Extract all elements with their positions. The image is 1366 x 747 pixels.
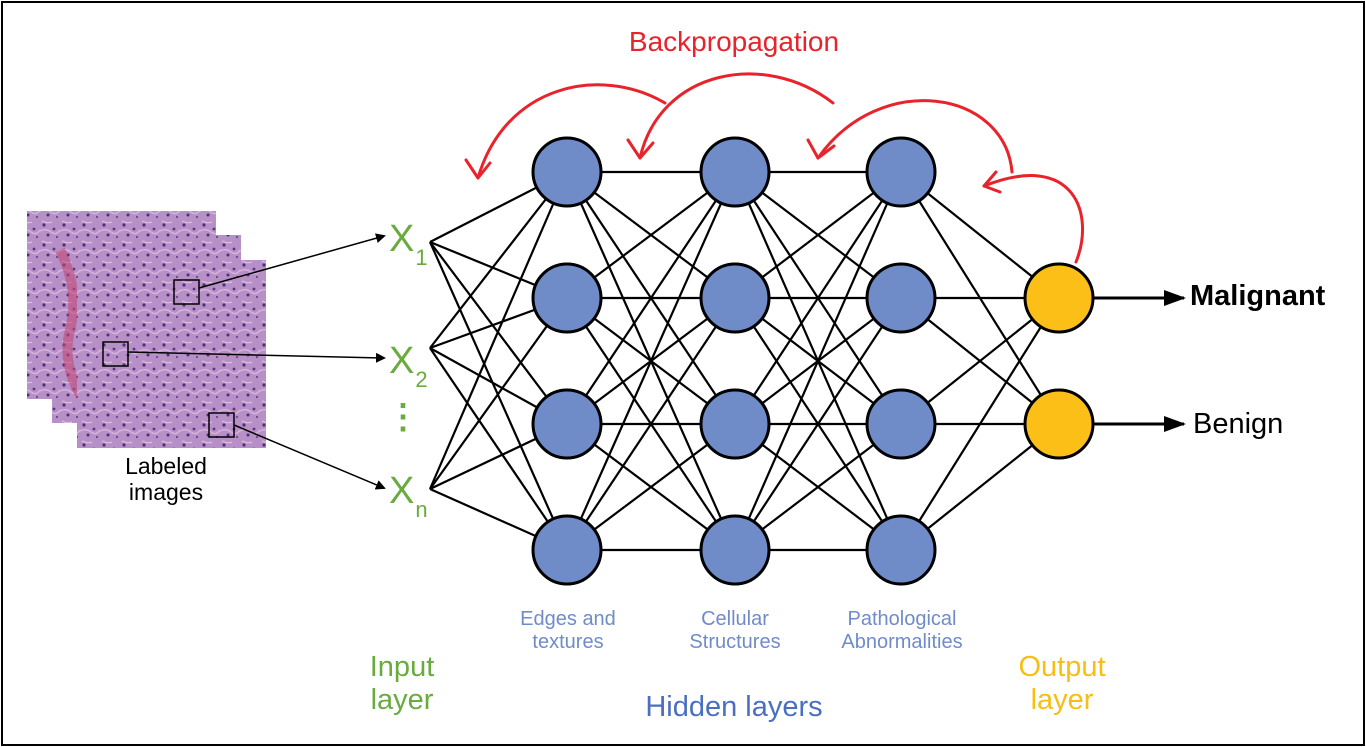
edge-h0n3-h1n1 xyxy=(566,297,736,551)
input-ellipsis: ⋮ xyxy=(386,398,420,436)
backpropagation-title: Backpropagation xyxy=(628,26,840,57)
output-malignant: Malignant xyxy=(1190,280,1326,312)
backprop-arrowhead-2 xyxy=(626,138,655,160)
backprop-arrowhead-1 xyxy=(464,158,492,180)
backprop-arc-3 xyxy=(816,99,1014,174)
edge-h2n3-out0 xyxy=(900,297,1060,551)
edge-h1n3-h2n0 xyxy=(733,171,903,551)
hidden-layer-1-description: Edges and textures xyxy=(520,608,616,653)
edge-h1n2-h2n0 xyxy=(734,171,902,425)
hidden-layer-3-description: Pathological Abnormalities xyxy=(841,608,963,653)
input-x2: X2 xyxy=(389,340,428,392)
labeled-images-stack xyxy=(27,211,266,448)
patch-box-1 xyxy=(173,279,200,305)
hidden-layer-2-node-4 xyxy=(699,514,771,586)
edge-input1-h0n3 xyxy=(429,347,568,551)
hidden-layer-2-node-1 xyxy=(699,136,771,208)
hidden-layer-3-node-4 xyxy=(865,514,937,586)
edge-input2-h0n1 xyxy=(429,297,568,490)
patch-box-2 xyxy=(102,341,129,367)
edge-input1-h0n0 xyxy=(429,171,568,349)
network-nodes xyxy=(531,136,1095,586)
hidden-layers-label: Hidden layers xyxy=(645,691,823,723)
backprop-arc-2 xyxy=(638,72,835,160)
patch-arrow-2 xyxy=(127,351,386,363)
output-node-2 xyxy=(1023,388,1095,460)
patch-arrow-1 xyxy=(198,233,386,289)
edge-h0n2-h1n0 xyxy=(566,171,736,425)
edge-h1n3-h2n1 xyxy=(734,297,902,551)
hidden-layer-3-node-1 xyxy=(865,136,937,208)
hidden-layer-1-node-4 xyxy=(531,514,603,586)
backprop-arrowhead-4 xyxy=(982,170,1002,194)
input-layer-label: Input layer xyxy=(369,651,435,717)
patch-arrow-n xyxy=(233,424,386,490)
labeled-images-caption: Labeled images xyxy=(125,453,207,506)
input-x1: X1 xyxy=(389,218,428,270)
output-node-1 xyxy=(1023,262,1095,334)
backprop-arrowhead-3 xyxy=(806,138,836,160)
hidden-layer-1-node-2 xyxy=(531,262,603,334)
edge-input2-h0n0 xyxy=(428,171,569,490)
backprop-arcs xyxy=(464,72,1084,264)
network-edges xyxy=(428,170,1060,552)
edge-input0-h0n3 xyxy=(428,241,569,551)
hidden-layer-1-node-3 xyxy=(531,388,603,460)
backprop-arc-1 xyxy=(476,83,667,180)
output-layer-label: Output layer xyxy=(1018,651,1106,717)
hidden-layer-2-node-2 xyxy=(699,262,771,334)
output-benign: Benign xyxy=(1193,408,1284,440)
hidden-layer-3-node-3 xyxy=(865,388,937,460)
hidden-layer-3-node-2 xyxy=(865,262,937,334)
input-xn: Xn xyxy=(389,470,428,522)
backprop-arc-4 xyxy=(982,174,1084,264)
hidden-layer-1-node-1 xyxy=(531,136,603,208)
edge-h0n3-h1n0 xyxy=(565,171,737,551)
hidden-layer-2-description: Cellular Structures xyxy=(689,608,781,653)
hidden-layer-2-node-3 xyxy=(699,388,771,460)
